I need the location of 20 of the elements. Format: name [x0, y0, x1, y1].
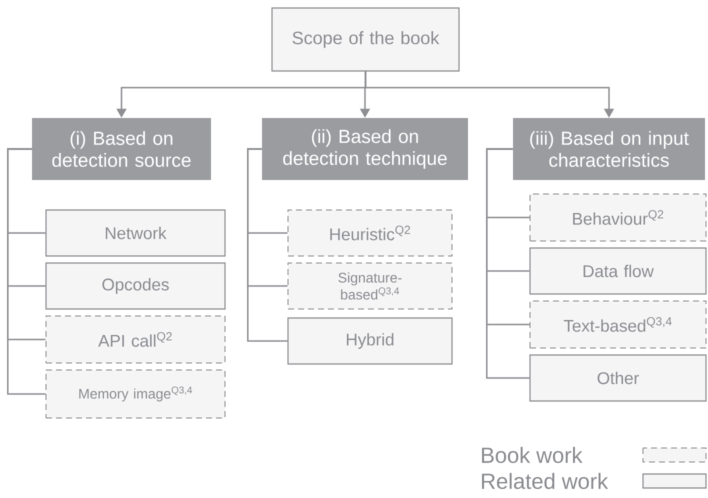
item-box: API call$^{Q2}$	[46, 316, 226, 364]
item-box: Opcodes	[45, 262, 226, 310]
item-box: Data flow	[529, 247, 707, 295]
legend-label: Book work	[482, 446, 583, 464]
item-box: Other	[529, 354, 707, 402]
category-box: (iii) Based on input characteristics	[513, 118, 705, 180]
connector	[486, 148, 530, 379]
item-box: Heuristic$^{Q2}$	[288, 210, 452, 256]
item-box: Network	[45, 209, 226, 257]
item-box: Text-based$^{Q3,4}$	[530, 300, 706, 348]
category-box: (i) Based on detection source	[32, 118, 211, 180]
connector	[247, 148, 288, 342]
legend-label: Related work	[482, 472, 608, 490]
root-box: Scope of the book	[271, 7, 460, 72]
item-box: Memory image$^{Q3,4}$	[46, 370, 226, 418]
item-box: Hybrid	[287, 317, 453, 365]
connector	[7, 148, 46, 395]
item-box: Signature-based$^{Q3,4}$	[288, 262, 452, 310]
category-box: (ii) Based on detection technique	[262, 118, 468, 180]
item-box: Behaviour$^{Q2}$	[530, 194, 706, 242]
